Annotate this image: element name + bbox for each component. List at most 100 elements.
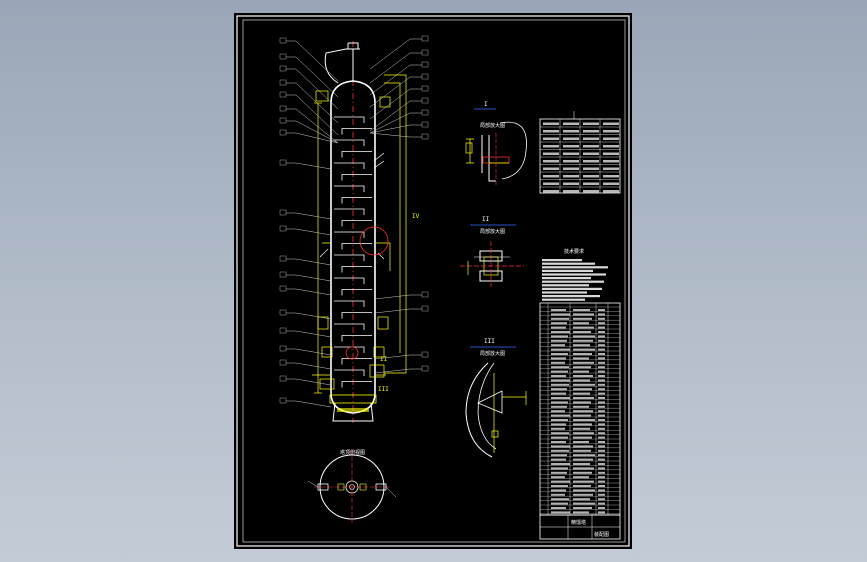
- leader-tag: [279, 285, 287, 292]
- table-cell-text: [603, 130, 619, 133]
- parts-cell-text: [598, 493, 605, 496]
- parts-cell-text: [551, 326, 566, 329]
- note-line: [542, 262, 595, 265]
- table-cell-text: [563, 190, 579, 193]
- leader-tag: [279, 375, 287, 382]
- parts-cell-text: [551, 441, 566, 443]
- parts-cell-text: [598, 392, 605, 395]
- leader-tag: [421, 61, 429, 68]
- parts-cell-text: [551, 322, 567, 325]
- parts-cell-text: [598, 331, 605, 333]
- parts-cell-text: [551, 375, 566, 377]
- table-cell-text: [543, 130, 559, 133]
- leader-line: [295, 274, 332, 282]
- parts-cell-text: [551, 467, 568, 470]
- parts-cell-text: [573, 476, 589, 479]
- notes-title: 技术要求: [564, 248, 584, 255]
- note-line: [542, 273, 606, 276]
- leader-tag: [279, 271, 287, 278]
- leader-line: [295, 94, 339, 136]
- parts-cell-text: [551, 383, 569, 386]
- parts-cell-text: [598, 449, 605, 452]
- table-cell-text: [543, 152, 559, 155]
- parts-cell-text: [551, 511, 570, 514]
- parts-cell-text: [551, 436, 568, 439]
- parts-cell-text: [573, 405, 589, 408]
- tray: [334, 185, 365, 192]
- detail-view-i: I 局部放大图: [465, 101, 527, 185]
- leader-tag: [279, 65, 287, 72]
- parts-cell-text: [551, 344, 565, 347]
- note-line: [542, 291, 587, 294]
- parts-cell-text: [573, 309, 590, 311]
- table-cell-text: [543, 182, 559, 185]
- table-cell-text: [543, 122, 559, 125]
- leader-tag: [421, 133, 429, 140]
- detail-tag-iii: III: [378, 386, 389, 393]
- leader-tag: [421, 351, 429, 358]
- detail-tag-iv: IV: [412, 213, 420, 220]
- parts-cell-text: [551, 493, 565, 496]
- table-cell-text: [563, 145, 579, 148]
- parts-cell-text: [598, 309, 605, 311]
- note-line: [542, 287, 602, 290]
- base-plate: [337, 408, 369, 412]
- tray: [334, 369, 365, 376]
- leader-line: [374, 354, 411, 360]
- leader-tag: [279, 159, 287, 166]
- tray: [341, 128, 372, 135]
- detail-ii-caption: 局部放大图: [480, 228, 505, 235]
- column-shell: [330, 80, 376, 414]
- parts-cell-text: [573, 322, 589, 325]
- parts-cell-text: [551, 353, 568, 355]
- parts-cell-text: [598, 339, 605, 342]
- leader-line: [369, 124, 411, 134]
- parts-cell-text: [573, 427, 590, 430]
- table-cell-text: [563, 167, 579, 170]
- leader-tag: [279, 37, 287, 44]
- parts-cell-text: [573, 432, 594, 435]
- parts-cell-text: [573, 392, 590, 395]
- tray: [341, 335, 372, 342]
- parts-cell-text: [551, 476, 565, 479]
- parts-cell-text: [551, 498, 569, 501]
- leader-line: [369, 112, 411, 134]
- parts-cell-text: [598, 485, 605, 487]
- detail-view-ii: II 局部放大图: [460, 216, 524, 287]
- table-cell-text: [603, 175, 619, 178]
- leader-line: [369, 38, 411, 70]
- parts-cell-text: [573, 383, 595, 386]
- table-cell-text: [583, 130, 599, 133]
- note-line: [542, 280, 604, 283]
- table-cell-text: [583, 160, 599, 163]
- leader-line: [295, 400, 332, 408]
- dimension-lines: [312, 74, 407, 394]
- parts-cell-text: [573, 370, 589, 373]
- title-block: 精馏塔 装配图: [539, 514, 621, 540]
- parts-cell-text: [551, 401, 568, 404]
- table-cell-text: [583, 137, 599, 140]
- parts-cell-text: [598, 383, 605, 386]
- parts-cell-text: [598, 379, 605, 382]
- parts-cell-text: [551, 449, 569, 452]
- parts-cell-text: [598, 454, 605, 457]
- table-cell-text: [563, 160, 579, 163]
- parts-cell-text: [598, 366, 605, 369]
- leader-tag: [279, 117, 287, 124]
- tray: [334, 346, 365, 353]
- parts-cell-text: [573, 361, 594, 364]
- table-cell-text: [603, 167, 619, 170]
- leader-line: [295, 228, 332, 236]
- parts-cell-text: [573, 388, 592, 391]
- parts-cell-text: [573, 366, 591, 369]
- table-cell-text: [603, 122, 619, 125]
- leader-tag: [279, 345, 287, 352]
- leader-tag: [279, 53, 287, 60]
- parts-cell-text: [551, 423, 566, 426]
- table-cell-text: [583, 122, 599, 125]
- top-nozzle: [346, 42, 360, 81]
- tray: [341, 358, 372, 365]
- parts-cell-text: [551, 379, 570, 382]
- parts-cell-text: [573, 511, 589, 514]
